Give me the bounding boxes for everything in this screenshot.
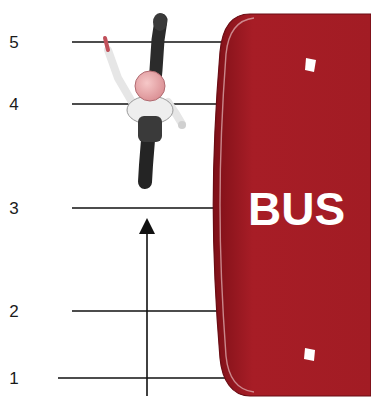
bus-label: BUS [248, 186, 345, 232]
motion-arrow [146, 226, 148, 396]
bus-body [213, 14, 371, 396]
position-line [72, 207, 222, 208]
callout-number: 1 [9, 370, 18, 387]
dummy-foot [153, 13, 167, 31]
callout-number: 2 [9, 303, 18, 320]
dummy-pelvis [138, 116, 162, 142]
dummy-head [135, 71, 165, 101]
dummy-arm [108, 50, 132, 102]
pedestrian-dummy [105, 13, 186, 182]
bus-marker [305, 58, 316, 72]
dummy-leg [145, 140, 148, 182]
dummy-hand [178, 121, 186, 129]
bus-front: BUS [210, 12, 371, 398]
callout-number: 4 [9, 96, 18, 113]
callout-number: 5 [9, 34, 18, 51]
callout-number: 3 [9, 200, 18, 217]
bus-marker [304, 348, 315, 361]
position-line [58, 377, 232, 378]
dummy-hand [105, 38, 108, 50]
